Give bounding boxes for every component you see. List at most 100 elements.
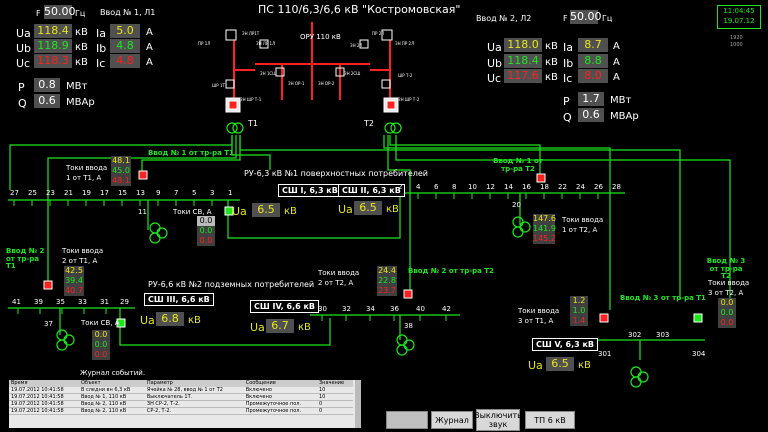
log-header: Значение xyxy=(316,380,353,387)
feeder-num: 28 xyxy=(612,183,621,191)
current5-a: 1.2 xyxy=(570,296,588,306)
freq2-value: 50.00 xyxy=(570,10,602,24)
feeder-num: 36 xyxy=(390,305,399,313)
clock-line4: 1000 xyxy=(730,42,743,48)
current2-a: 147.6 xyxy=(533,214,556,224)
sw-label-6: ЗН 1СШ xyxy=(260,71,277,76)
sw-label-1: ЗН ЛР1Т xyxy=(242,31,260,36)
log-header: Время xyxy=(9,380,79,387)
uc2-label: Uc xyxy=(487,72,502,85)
log-cell: 10 xyxy=(316,393,353,401)
q1-value: 0.6 xyxy=(34,94,60,108)
mute-sound-button[interactable]: Выключить звук xyxy=(474,409,522,431)
log-cell: СР-2, Т-2. xyxy=(144,407,244,415)
substation-title: ПС 110/6,3/6,6 кВ "Костромовская" xyxy=(258,3,461,16)
event-log[interactable]: Время Объект Параметр Сообщение Значение… xyxy=(9,380,361,428)
i1-unit-c: А xyxy=(146,57,153,68)
feeder-num: 38 xyxy=(404,322,413,330)
uc2-value: 117.6 xyxy=(504,69,542,83)
sv2-b: 0.0 xyxy=(92,340,110,350)
log-cell: Включено xyxy=(243,387,317,394)
log-cell: В следни вн 6,3 кВ xyxy=(78,387,145,394)
q1-unit: МВАр xyxy=(66,97,95,108)
q1-label: Q xyxy=(18,97,27,110)
feeder-num: 33 xyxy=(78,298,87,306)
sv1-c: 0.0 xyxy=(197,236,215,246)
p2-unit: МВт xyxy=(610,95,632,106)
feeder-num: 32 xyxy=(342,305,351,313)
bus3-name: СШ III, 6,6 кВ xyxy=(144,293,214,306)
q2-value: 0.6 xyxy=(578,108,604,122)
current4-a: 24.4 xyxy=(377,266,397,276)
ua2-value: 118.0 xyxy=(504,38,542,52)
log-row[interactable]: 19.07.2012 10:41:58 Ввод № 2, 110 кВ СР-… xyxy=(9,407,353,415)
bus4-ua-label: Ua xyxy=(250,321,265,334)
tp-6kv-button[interactable]: ТП 6 кВ xyxy=(525,411,575,429)
sv2-c: 0.0 xyxy=(92,350,110,360)
bus3-ua: 6.8 xyxy=(156,312,184,326)
ub2-label: Ub xyxy=(487,57,503,70)
input2-title: Ввод № 2, Л2 xyxy=(476,14,532,23)
u2-unit-b: кВ xyxy=(545,57,558,68)
feeder-num: 12 xyxy=(486,183,495,191)
feeder-num: 40 xyxy=(416,305,425,313)
ic2-label: Ic xyxy=(563,72,573,85)
i2-unit-a: А xyxy=(613,41,620,52)
feed3b-label: Ввод № 3 от тр-ра Т2 xyxy=(706,257,746,281)
sw-label-8: ЗН ОР-1 xyxy=(288,81,305,86)
input1-title: Ввод № 1, Л1 xyxy=(100,8,156,17)
bus2-ua: 6.5 xyxy=(354,201,382,215)
p2-value: 1.7 xyxy=(578,92,604,106)
bus5-unit: кВ xyxy=(578,360,591,371)
sv1-a: 0.0 xyxy=(197,216,215,226)
log-cell: Промежуточное пол. xyxy=(243,400,317,408)
current1-a: 48.1 xyxy=(111,156,131,166)
p2-label: P xyxy=(563,95,570,108)
freq1-label: F xyxy=(36,9,41,18)
log-row[interactable]: 19.07.2012 10:41:58 Ввод № 2, 110 кВ ЗН … xyxy=(9,400,353,408)
feeder-num: 42 xyxy=(442,305,451,313)
log-cell: 19.07.2012 10:41:58 xyxy=(9,393,79,401)
bus3-ua-label: Ua xyxy=(140,314,155,327)
freq2-unit: Гц xyxy=(602,14,613,23)
ia2-value: 8.7 xyxy=(578,38,608,52)
u1-unit-c: кВ xyxy=(75,57,88,68)
ru63-title: РУ-6,3 кВ №1 поверхностных потребителей xyxy=(244,169,428,178)
sw-label-2: ЗН ЛР 1Л xyxy=(256,41,276,46)
feeder-num: 34 xyxy=(366,305,375,313)
ic1-value: 4.8 xyxy=(110,54,140,68)
current1-c: 48.1 xyxy=(111,176,131,186)
ub1-value: 118.9 xyxy=(34,39,72,53)
ib2-label: Ib xyxy=(563,57,574,70)
sw-label-3: ПР 2Л xyxy=(372,31,385,36)
feeder-num: 5 xyxy=(192,189,197,197)
q2-unit: МВАр xyxy=(610,111,639,122)
feeder-num: 20 xyxy=(512,201,521,209)
log-row[interactable]: 19.07.2012 10:41:58 Ввод № 1, 110 кВ Вык… xyxy=(9,393,353,401)
log-row[interactable]: 19.07.2012 10:41:58 В следни вн 6,3 кВ Я… xyxy=(9,387,353,394)
i1-unit-a: А xyxy=(146,27,153,38)
uc1-value: 118.3 xyxy=(34,54,72,68)
current3-c: 40.7 xyxy=(64,286,84,296)
feeder-num: 29 xyxy=(120,298,129,306)
freq2-label: F xyxy=(563,14,568,23)
feeder-num: 4 xyxy=(416,183,421,191)
feeder-num: 10 xyxy=(468,183,477,191)
current6-label: Токи ввода 3 от Т2, А xyxy=(708,279,750,297)
p1-label: P xyxy=(18,81,25,94)
feed3-label: Ввод № 3 от тр-ра Т1 xyxy=(620,294,706,302)
current3-b: 39.4 xyxy=(64,276,84,286)
log-scrollbar[interactable] xyxy=(355,380,361,428)
feeder-num: 26 xyxy=(594,183,603,191)
clock: 11:04:45 19.07.12 xyxy=(717,5,761,29)
blank-button[interactable] xyxy=(386,411,428,429)
u2-unit-c: кВ xyxy=(545,72,558,83)
current1-b: 45.0 xyxy=(111,166,131,176)
log-cell: Выключатель 1Т. xyxy=(144,393,244,401)
current4-b: 22.8 xyxy=(377,276,397,286)
feeder-num: 1 xyxy=(228,189,233,197)
journal-button[interactable]: Журнал xyxy=(431,411,473,429)
log-title: Журнал событий. xyxy=(80,369,146,377)
ib1-label: Ib xyxy=(96,42,107,55)
feeder-num: 301 xyxy=(598,350,612,358)
